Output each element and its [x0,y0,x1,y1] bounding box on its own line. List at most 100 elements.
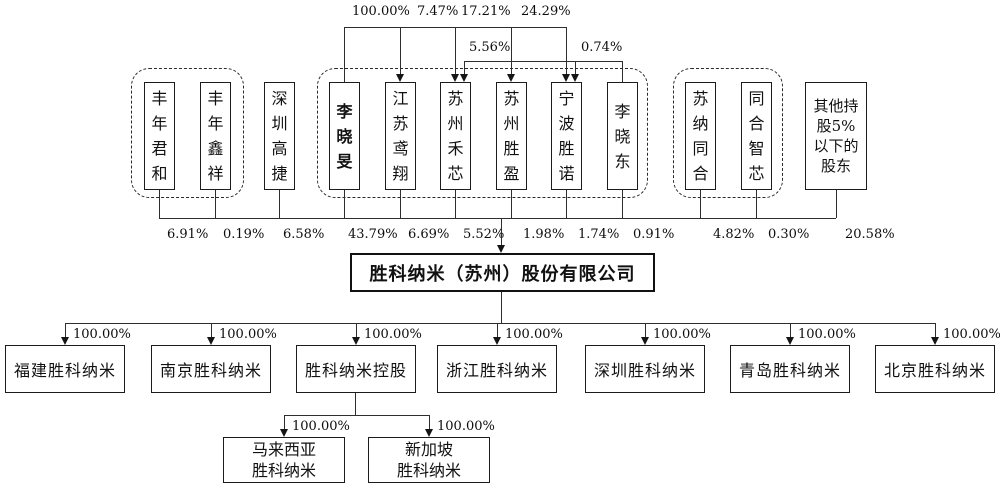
subsidiary-beijing: 北京胜科纳米 [875,345,995,393]
subsidiary-nanjing: 南京胜科纳米 [151,345,271,393]
shareholder-label: 江苏鸢翔 [392,89,409,183]
subsidiary-bus-line [65,323,935,324]
connector-line [344,190,345,218]
subsidiary-label: 青岛胜科纳米 [738,361,841,380]
shareholder-others-under-5pct: 其他持股5%以下的股东 [805,82,867,190]
shareholding-pct: 6.69% [408,227,450,242]
subsidiary-singapore: 新加坡 胜科纳米 [368,437,490,483]
holding-children-bus-line [284,415,429,416]
shareholder-sunatonghe: 苏纳同合 [685,82,716,190]
connector-line [429,415,430,430]
arrowhead-down-icon [396,74,404,82]
connector-line [622,61,623,82]
shareholder-shenzhengaojie: 深圳高捷 [264,82,295,190]
shareholding-pct: 6.58% [283,227,325,242]
shareholder-label: 深圳高捷 [271,89,288,183]
shareholding-pct: 6.91% [167,227,209,242]
shareholder-label: 苏纳同合 [692,89,709,183]
connector-line [400,27,401,76]
shareholder-suzhouhexin: 苏州禾芯 [440,82,471,190]
shareholder-label: 同合智芯 [748,89,765,183]
subsidiary-pct: 100.00% [364,327,422,342]
shareholding-pct: 0.30% [768,227,810,242]
connector-line [65,323,66,339]
arrowhead-down-icon [352,337,360,345]
connector-line [935,323,936,339]
shareholding-pct: 0.19% [223,227,265,242]
arrowhead-down-icon [451,74,459,82]
shareholder-bus-line [159,218,836,219]
connector-line [344,27,345,82]
shareholding-pct: 20.58% [845,227,895,242]
connector-line [501,292,502,323]
arrowhead-down-icon [207,337,215,345]
connector-line [455,190,456,218]
shareholder-ningboshengnuo: 宁波胜诺 [551,82,582,190]
arrowhead-down-icon [497,245,505,253]
connector-line [159,190,160,218]
subsidiary-fujian: 福建胜科纳米 [5,345,125,393]
shareholder-tonghezhixin: 同合智芯 [741,82,772,190]
subsidiary-label: 深圳胜科纳米 [593,361,696,380]
subsidiary-shenzhen: 深圳胜科纳米 [585,345,705,393]
company-box: 胜科纳米（苏州）股份有限公司 [350,253,655,292]
subsidiary-label: 马来西亚 胜科纳米 [251,440,316,480]
subsidiary-pct: 100.00% [653,327,711,342]
arrowhead-down-icon [562,74,570,82]
connector-line [279,190,280,218]
connector-line [622,190,623,218]
connector-line [355,393,356,415]
upper-link-pct: 0.74% [581,40,623,55]
subsidiary-label: 福建胜科纳米 [13,361,116,380]
arrowhead-down-icon [425,429,433,437]
subsidiary-holding: 胜科纳米控股 [296,345,416,393]
connector-line [511,27,512,76]
subsidiary-pct: 100.00% [219,327,277,342]
subsidiary-pct: 100.00% [505,327,563,342]
connector-line [756,190,757,218]
upper-link-pct: 7.47% [417,4,459,19]
shareholder-label: 宁波胜诺 [558,89,575,183]
shareholder-fengnianjunhe: 丰年君和 [144,82,175,190]
shareholding-pct: 5.52% [463,227,505,242]
subsidiary-pct: 100.00% [943,327,1000,342]
shareholder-label: 苏州禾芯 [447,89,464,183]
shareholder-label: 李晓东 [614,101,631,171]
shareholding-pct: 1.74% [578,227,620,242]
holding-child-pct: 100.00% [292,419,350,434]
upper-link-pct: 5.56% [469,40,511,55]
connector-line [464,61,623,62]
subsidiary-label: 南京胜科纳米 [159,361,262,380]
arrowhead-down-icon [493,337,501,345]
subsidiary-pct: 100.00% [73,327,131,342]
shareholding-pct: 1.98% [523,227,565,242]
upper-link-pct: 24.29% [521,4,571,19]
connector-line [566,27,567,76]
arrowhead-down-icon [571,74,579,82]
subsidiary-label: 北京胜科纳米 [883,361,986,380]
shareholder-fengnianxinxiang: 丰年鑫祥 [200,82,231,190]
shareholding-pct: 4.82% [713,227,755,242]
arrowhead-down-icon [786,337,794,345]
shareholder-label: 丰年君和 [151,89,168,183]
arrowhead-down-icon [931,337,939,345]
subsidiary-qingdao: 青岛胜科纳米 [730,345,850,393]
connector-line [790,323,791,339]
connector-line [836,190,837,218]
connector-line [400,190,401,218]
shareholder-lixiaomin: 李晓旻 [329,82,360,190]
shareholding-pct: 43.79% [348,227,398,242]
shareholder-lixiaodong: 李晓东 [607,82,638,190]
connector-line [356,323,357,339]
shareholder-label: 苏州胜盈 [503,89,520,183]
connector-line [215,190,216,218]
arrowhead-down-icon [507,74,515,82]
subsidiary-label: 浙江胜科纳米 [445,361,548,380]
subsidiary-label: 胜科纳米控股 [304,361,407,380]
shareholding-pct: 0.91% [633,227,675,242]
group-tonghe-dashed [673,68,783,198]
arrowhead-down-icon [61,337,69,345]
shareholder-suzhoushengying: 苏州胜盈 [496,82,527,190]
holding-child-pct: 100.00% [437,419,495,434]
